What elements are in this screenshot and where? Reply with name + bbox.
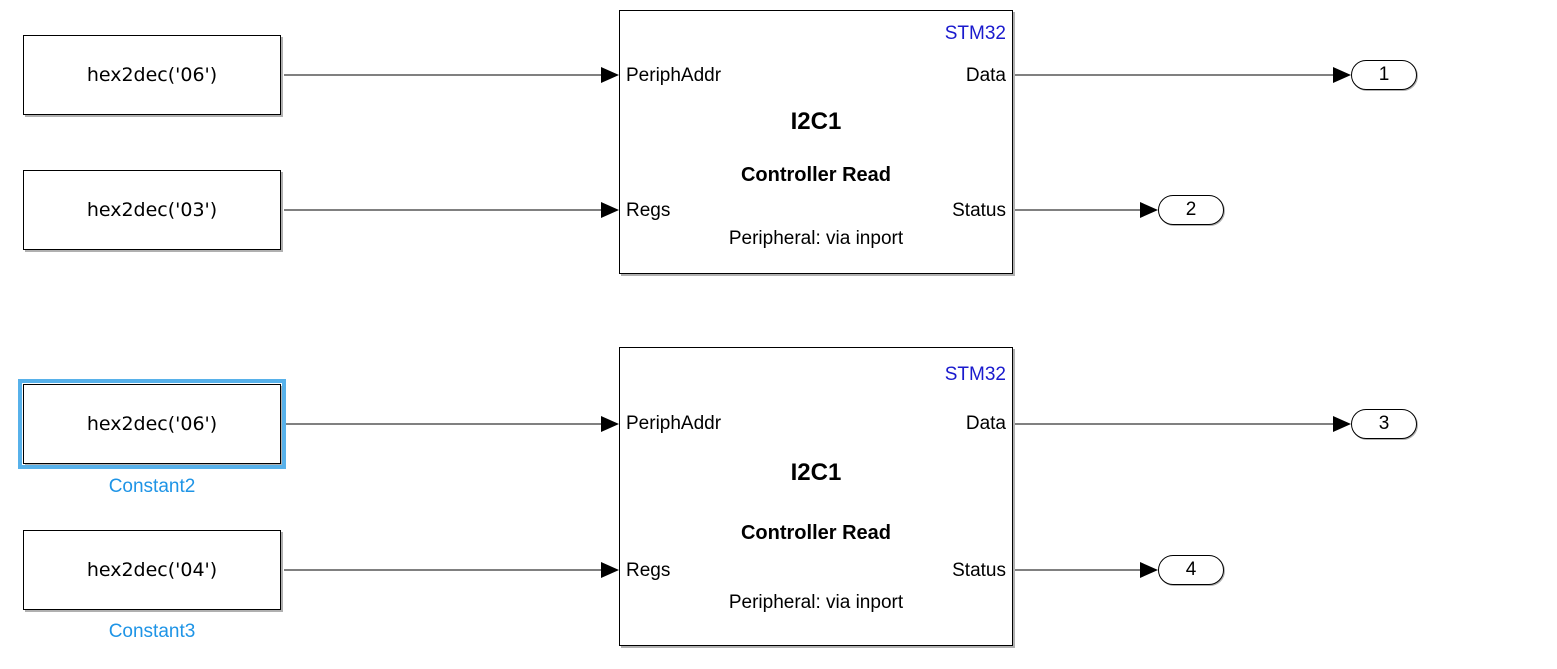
i2c-controller-read-block[interactable]: STM32 PeriphAddr Data I2C1 Controller Re… bbox=[619, 10, 1013, 274]
constant-value: hex2dec('03') bbox=[86, 199, 218, 221]
constant-value: hex2dec('06') bbox=[86, 413, 218, 435]
constant-value: hex2dec('06') bbox=[86, 64, 218, 86]
output-port-label: Data bbox=[965, 413, 1006, 434]
vendor-label: STM32 bbox=[944, 23, 1006, 44]
block-mode: Controller Read bbox=[740, 164, 892, 186]
constant-block[interactable]: hex2dec('03') bbox=[23, 170, 281, 250]
outport-block[interactable]: 1 bbox=[1351, 60, 1417, 90]
block-name-label[interactable]: Constant2 bbox=[108, 476, 196, 497]
input-port-label: PeriphAddr bbox=[626, 65, 722, 86]
peripheral-label: Peripheral: via inport bbox=[728, 228, 904, 249]
block-name-label[interactable]: Constant3 bbox=[108, 621, 196, 642]
input-port-label: Regs bbox=[626, 560, 671, 581]
output-port-label: Status bbox=[952, 560, 1006, 581]
block-title: I2C1 bbox=[790, 459, 842, 486]
peripheral-label: Peripheral: via inport bbox=[728, 592, 904, 613]
input-port-label: Regs bbox=[626, 200, 671, 221]
block-title: I2C1 bbox=[790, 108, 842, 135]
constant-block-constant3[interactable]: hex2dec('04') bbox=[23, 530, 281, 610]
constant-value: hex2dec('04') bbox=[86, 559, 218, 581]
outport-block[interactable]: 2 bbox=[1158, 195, 1224, 225]
vendor-label: STM32 bbox=[944, 364, 1006, 385]
block-mode: Controller Read bbox=[740, 522, 892, 544]
constant-block[interactable]: hex2dec('06') bbox=[23, 35, 281, 115]
output-port-label: Data bbox=[965, 65, 1006, 86]
constant-block-constant2[interactable]: hex2dec('06') bbox=[18, 379, 286, 469]
outport-block[interactable]: 3 bbox=[1351, 409, 1417, 439]
output-port-label: Status bbox=[952, 200, 1006, 221]
i2c-controller-read-block[interactable]: STM32 PeriphAddr Data I2C1 Controller Re… bbox=[619, 347, 1013, 646]
outport-block[interactable]: 4 bbox=[1158, 555, 1224, 585]
input-port-label: PeriphAddr bbox=[626, 413, 722, 434]
